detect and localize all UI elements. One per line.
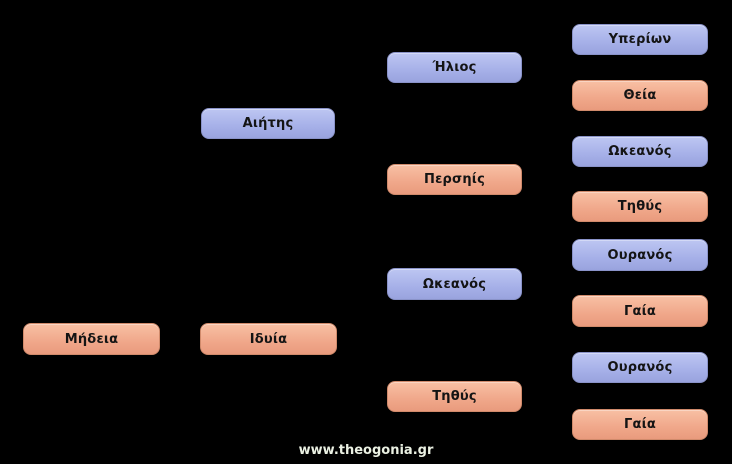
node-label: Γαία xyxy=(623,417,656,432)
tree-node-okeanos-right[interactable]: Ωκεανός xyxy=(572,136,708,167)
node-label: Ήλιος xyxy=(432,60,477,75)
node-label: Θεία xyxy=(623,88,657,103)
node-label: Ουρανός xyxy=(607,247,673,263)
site-watermark: www.theogonia.gr xyxy=(298,443,434,458)
tree-node-perseis[interactable]: Περσηίς xyxy=(387,164,522,195)
tree-node-ouranos-b[interactable]: Ουρανός xyxy=(572,352,708,383)
tree-node-gaia-a[interactable]: Γαία xyxy=(572,295,708,327)
tree-node-tethys-right[interactable]: Τηθύς xyxy=(572,191,708,222)
node-label: Μήδεια xyxy=(64,331,119,347)
tree-node-aietes[interactable]: Αιήτης xyxy=(201,108,335,139)
tree-node-theia[interactable]: Θεία xyxy=(572,80,708,111)
tree-node-idyia[interactable]: Ιδυία xyxy=(200,323,337,355)
tree-node-okeanos-mid[interactable]: Ωκεανός xyxy=(387,268,522,300)
node-label: Ουρανός xyxy=(607,360,673,375)
node-label: Τηθύς xyxy=(617,199,663,214)
node-label: Γαία xyxy=(623,303,656,319)
tree-node-gaia-b[interactable]: Γαία xyxy=(572,409,708,440)
node-label: Τηθύς xyxy=(432,389,477,404)
tree-node-ouranos-a[interactable]: Ουρανός xyxy=(572,239,708,271)
node-label: Ιδυία xyxy=(249,331,288,347)
node-label: Υπερίων xyxy=(608,32,672,47)
node-label: Περσηίς xyxy=(424,172,485,187)
tree-node-medeia[interactable]: Μήδεια xyxy=(23,323,160,355)
node-label: Αιήτης xyxy=(242,116,294,131)
node-label: Ωκεανός xyxy=(608,144,672,159)
tree-node-helios[interactable]: Ήλιος xyxy=(387,52,522,83)
tree-node-hyperion[interactable]: Υπερίων xyxy=(572,24,708,55)
tree-node-tethys-mid[interactable]: Τηθύς xyxy=(387,381,522,412)
node-label: Ωκεανός xyxy=(422,276,487,292)
